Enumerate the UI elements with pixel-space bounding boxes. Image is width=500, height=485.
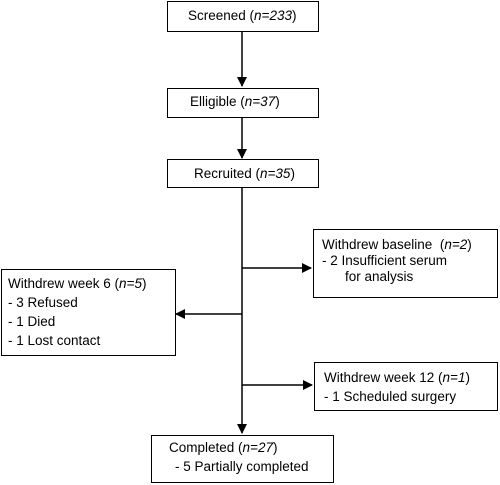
recruited-count: n=35 — [260, 166, 291, 181]
elligible-label: Elligible — [190, 94, 237, 109]
elligible-count: n=37 — [244, 94, 276, 109]
withdrew-week6-label: Withdrew week 6 — [8, 276, 111, 291]
screened-count: n=233 — [254, 8, 292, 23]
withdrew-week6-count: n=5 — [119, 276, 142, 291]
completed-box: Completed (n=27) - 5 Partially completed — [151, 435, 334, 483]
withdrew-baseline-box: Withdrew baseline (n=2) - 2 Insufficient… — [313, 229, 498, 298]
withdrew-week12-box: Withdrew week 12 (n=1) - 1 Scheduled sur… — [314, 362, 498, 411]
withdrew-week6-box: Withdrew week 6 (n=5) - 3 Refused - 1 Di… — [1, 269, 176, 356]
screened-label: Screened — [188, 8, 246, 23]
withdrew-week6-reason-refused: - 3 Refused — [8, 295, 78, 310]
withdrew-week12-count: n=1 — [442, 370, 466, 385]
completed-label: Completed — [169, 440, 235, 455]
recruited-label: Recruited — [194, 166, 252, 181]
withdrew-baseline-reason-cont: for analysis — [345, 269, 414, 284]
elligible-box: Elligible (n=37) — [167, 88, 319, 118]
withdrew-week12-reason: - 1 Scheduled surgery — [324, 389, 457, 404]
withdrew-baseline-label: Withdrew baseline — [322, 237, 433, 252]
withdrew-baseline-count: n=2 — [444, 237, 468, 252]
completed-count: n=27 — [242, 440, 273, 455]
withdrew-week6-reason-lost: - 1 Lost contact — [8, 333, 101, 348]
recruited-box: Recruited (n=35) — [167, 159, 319, 188]
withdrew-baseline-reason: - 2 Insufficient serum — [322, 253, 448, 268]
completed-partial: - 5 Partially completed — [175, 459, 309, 474]
withdrew-week12-label: Withdrew week 12 — [324, 370, 435, 385]
screened-box: Screened (n=233) — [167, 1, 319, 32]
withdrew-week6-reason-died: - 1 Died — [8, 314, 56, 329]
